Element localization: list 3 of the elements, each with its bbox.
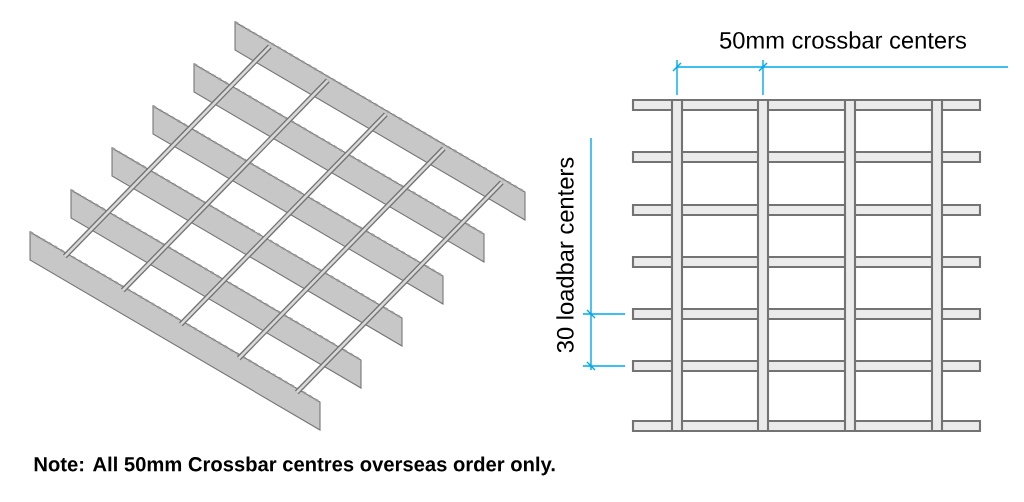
dimension-label: 50mm crossbar centers: [720, 31, 966, 49]
dimension-label: 30 loadbar centers: [556, 157, 574, 353]
note-text: Note: All 50mm Crossbar centres overseas order only.: [34, 456, 555, 476]
